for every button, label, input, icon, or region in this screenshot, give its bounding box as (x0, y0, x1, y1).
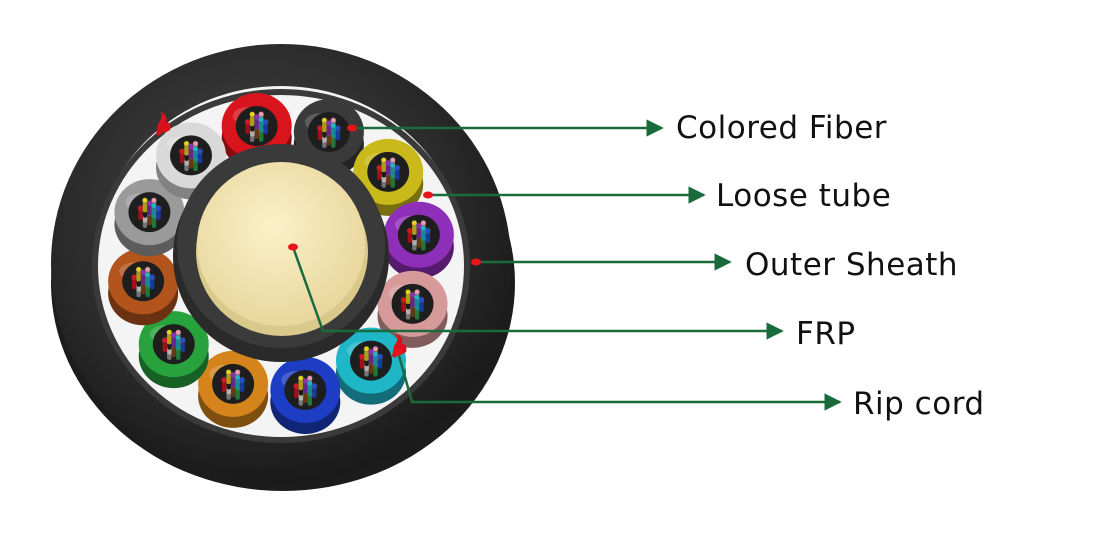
green-tube (138, 311, 209, 389)
central-strength-member (173, 144, 389, 362)
colored-fiber-bundle (221, 369, 245, 400)
colored-fiber-bundle (137, 197, 162, 228)
label-outer-sheath: Outer Sheath (745, 247, 959, 283)
frp-core (197, 162, 365, 326)
brown-tube (108, 248, 179, 326)
colored-fiber-bundle (400, 289, 425, 320)
slate-tube (114, 179, 185, 257)
orange-tube (198, 350, 269, 428)
colored-fiber-bundle (359, 346, 383, 377)
dot-rip-cord (393, 348, 403, 356)
red-tube (221, 93, 292, 171)
marker-dots (288, 124, 481, 356)
label-colored-fiber: Colored Fiber (676, 110, 888, 146)
colored-fiber-bundle (161, 329, 186, 360)
label-frp: FRP (796, 316, 856, 352)
rip-cord-left (156, 112, 171, 136)
loose-tube-ring (108, 93, 454, 434)
aqua-tube (335, 327, 406, 405)
colored-fiber-bundle (131, 266, 155, 298)
dot-frp (288, 243, 298, 251)
dot-loose-tube (423, 191, 433, 199)
blue-tube (270, 356, 341, 434)
violet-tube (383, 201, 454, 279)
colored-fiber-bundle (407, 220, 431, 251)
rose-tube (377, 270, 448, 348)
leader-rip-cord (396, 351, 842, 411)
label-rip-cord: Rip cord (853, 386, 985, 422)
leader-frp (291, 246, 784, 340)
leader-lines (291, 119, 842, 411)
colored-fiber-bundle (317, 117, 341, 148)
colored-fiber-bundle (376, 157, 401, 188)
colored-fiber-bundle (244, 111, 269, 142)
dot-outer-sheath (471, 258, 481, 266)
label-loose-tube: Loose tube (716, 178, 892, 214)
dot-colored-fiber (347, 124, 357, 132)
colored-fiber-bundle (293, 375, 318, 406)
colored-fiber-bundle (179, 140, 203, 172)
